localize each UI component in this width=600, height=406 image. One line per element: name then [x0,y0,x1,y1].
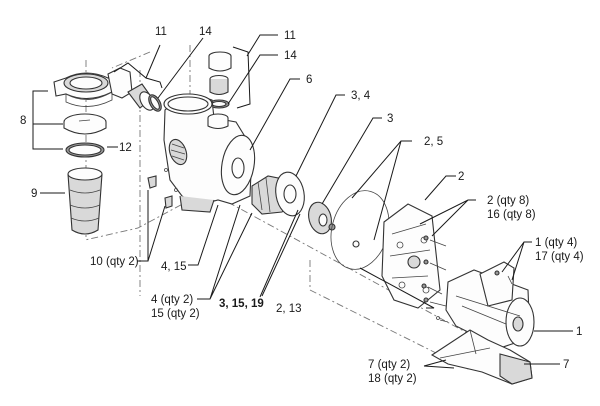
leader-lines [32,34,573,369]
callout-1-qty-4-motor-bolts: 1 (qty 4) [535,237,577,249]
union-nut-outlet [208,51,232,72]
callout-17-qty-4-motor-bolts: 17 (qty 4) [535,251,584,263]
motor-base [430,329,533,385]
diffuser [251,171,305,217]
strainer-lid-ring [53,72,121,107]
callout-2-qty-8-bolts: 2 (qty 8) [487,195,529,207]
callout-12-lid-o-ring: 12 [119,142,132,154]
drain-plugs [147,168,178,209]
housing-bolts [421,235,449,323]
callout-14-outlet-o-ring: 14 [284,50,297,62]
callout-2-seal-plate: 2 [458,171,464,183]
guide-line-base [309,260,471,371]
callout-labels: 11 14 11 14 6 3, 4 3 2, 5 2 2 (qty 8) 16… [20,26,584,385]
lid-o-ring [65,142,105,158]
callout-6-pump-housing: 6 [306,74,312,86]
union-tailpiece-outlet [209,74,229,96]
strainer-lid [63,113,107,135]
motor [445,261,535,349]
callout-4-qty-2: 4 (qty 2) [151,294,193,306]
callout-2-13-o-ring: 2, 13 [276,303,302,315]
callout-7-motor-base: 7 [563,359,569,371]
motor-bolts [494,270,513,285]
callout-3-4-diffuser: 3, 4 [351,90,371,102]
callout-14-inlet-o-ring: 14 [199,26,212,38]
callout-4-15: 4, 15 [161,261,187,273]
union-o-ring-inlet [148,94,162,112]
guide-line-axis [214,194,481,341]
callout-9-strainer-basket: 9 [31,188,37,200]
guide-line-inlet [111,51,151,69]
callout-1-motor: 1 [576,326,582,338]
callout-7-qty-2-base-screws: 7 (qty 2) [368,359,410,371]
union-nut-inlet [107,67,133,99]
callout-2-5-seal: 2, 5 [424,136,443,148]
callout-11-inlet-union: 11 [155,26,167,38]
callout-3-15-19: 3, 15, 19 [219,298,264,310]
callout-15-qty-2: 15 (qty 2) [151,308,200,320]
callout-10-qty-2-drain-plugs: 10 (qty 2) [90,256,139,268]
strainer-basket [67,167,103,235]
callout-11-outlet-union: 11 [284,30,296,42]
callout-8-strainer-lid-assembly: 8 [20,115,26,127]
pump-housing [163,93,256,213]
impeller [308,201,336,235]
callout-3-impeller: 3 [387,113,393,125]
callout-16-qty-8-bolts: 16 (qty 8) [487,209,536,221]
seal-plate [381,203,441,309]
callout-18-qty-2-base-screws: 18 (qty 2) [368,373,417,385]
